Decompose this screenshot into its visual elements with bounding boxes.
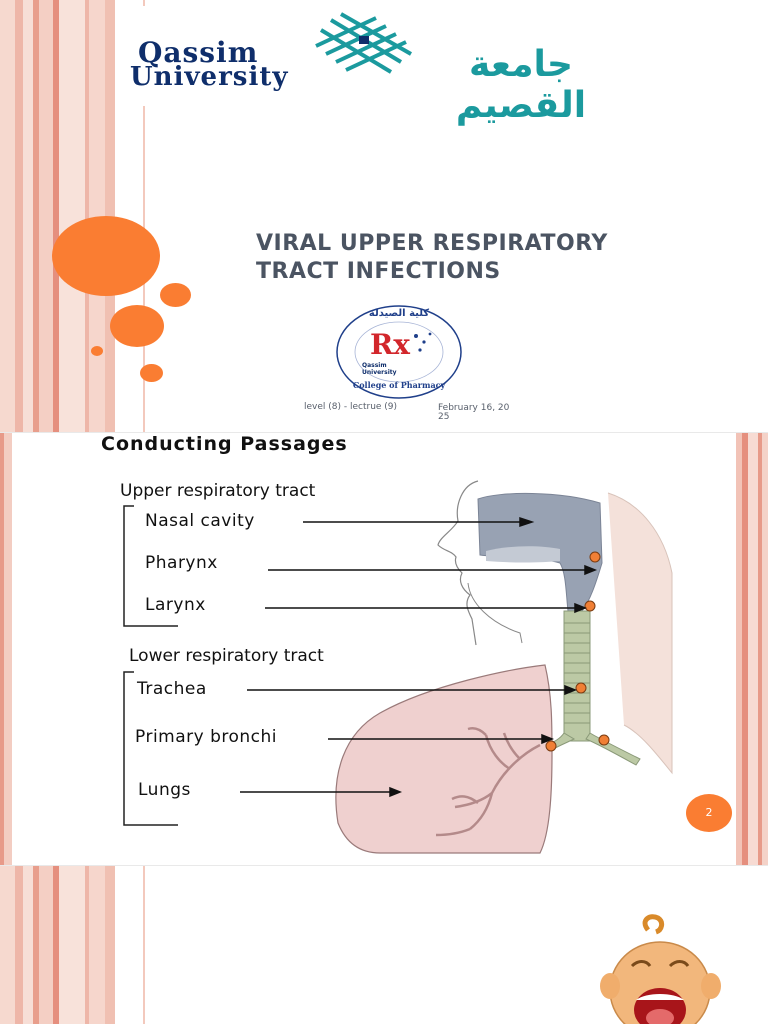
label-trachea: Trachea [137,679,207,699]
slide-partial [0,866,768,1024]
slide-title: Qassim University جامعة القصيم VIRAL UPP… [0,0,768,432]
label-pharynx: Pharynx [145,553,218,573]
label-lungs: Lungs [138,780,191,800]
lower-tract-heading: Lower respiratory tract [129,646,324,666]
page-number-badge: 2 [686,794,732,832]
college-logo-arabic: كلية الصيدلة [368,308,430,319]
college-logo-english: College of Pharmacy [352,380,446,390]
university-name-en-line1: Qassim [138,36,259,69]
footer-lecture: level (8) - lectrue (9) [304,402,398,412]
footer-date-line1: February 16, 20 [438,403,510,413]
label-nasal-cavity: Nasal cavity [145,511,255,531]
decor-circle-small-2 [140,364,163,382]
university-logo: Qassim University جامعة القصيم [116,6,656,126]
college-logo-seal [336,305,462,399]
college-logo: كلية الصيدلة Rx Qassim University Colleg… [334,304,464,400]
university-name-en-line2: University [130,62,289,92]
right-stripe-band [736,433,768,865]
diagram-marker-dots [545,551,610,752]
page-number: 2 [705,806,713,819]
respiratory-anatomy-illustration [123,480,673,854]
decor-circle-small-1 [160,283,191,307]
diagram-title: Conducting Passages [101,433,348,455]
upper-tract-heading: Upper respiratory tract [120,481,316,501]
decor-circle-medium [110,305,164,347]
left-stripe-band [0,866,145,1024]
university-logo-graphic [315,12,412,74]
college-logo-university: Qassim University [362,362,397,376]
left-stripe-band [0,433,12,865]
footer-date-line2: 25 [438,412,450,422]
label-primary-bronchi: Primary bronchi [135,727,278,747]
label-larynx: Larynx [145,595,206,615]
decor-circle-tiny [91,346,103,356]
rx-symbol: Rx [370,328,410,361]
crying-baby-illustration [600,914,721,1024]
slide-conducting-passages: Conducting Passages Upper respiratory tr… [0,433,768,865]
slide-title-line2: TRACT INFECTIONS [256,259,501,284]
slide-title-line1: VIRAL UPPER RESPIRATORY [256,231,608,256]
university-name-ar: جامعة القصيم [455,44,587,126]
decor-circle-large [52,216,160,296]
